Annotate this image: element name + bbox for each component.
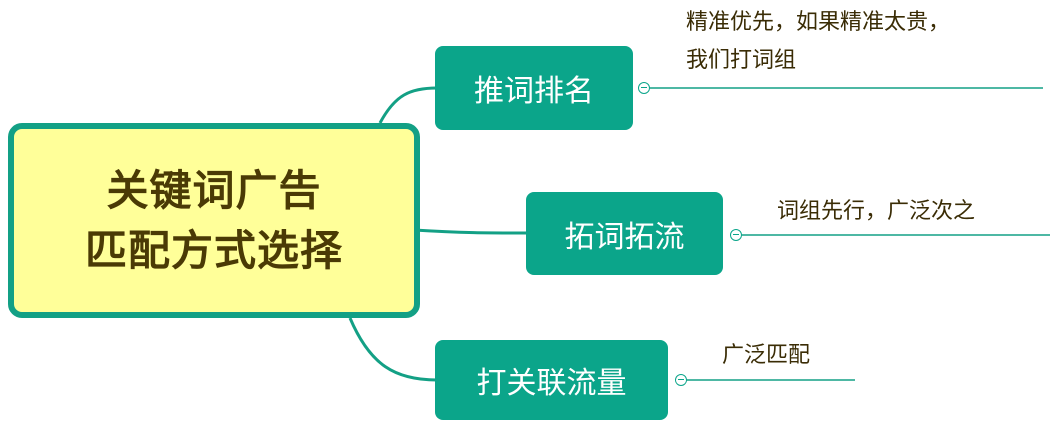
note-tuoci: 词组先行，广泛次之	[777, 199, 976, 224]
note-tuici-line2: 我们打词组	[686, 48, 797, 73]
collapse-icon[interactable]	[730, 229, 742, 241]
branch-node-guanlian-liuliang[interactable]: 打关联流量	[435, 340, 668, 420]
central-topic[interactable]: 关键词广告 匹配方式选择	[8, 123, 420, 318]
note-guanlian: 广泛匹配	[722, 343, 811, 368]
collapse-icon[interactable]	[675, 374, 687, 386]
collapse-icon[interactable]	[638, 82, 650, 94]
branch-node-tuoci-tuoliu[interactable]: 拓词拓流	[526, 192, 723, 275]
branch-node-tuici-paiming[interactable]: 推词排名	[435, 46, 633, 130]
note-tuici-line1: 精准优先，如果精准太贵，	[686, 10, 951, 35]
central-topic-line2: 匹配方式选择	[84, 225, 343, 275]
central-topic-line1: 关键词广告	[106, 165, 322, 215]
